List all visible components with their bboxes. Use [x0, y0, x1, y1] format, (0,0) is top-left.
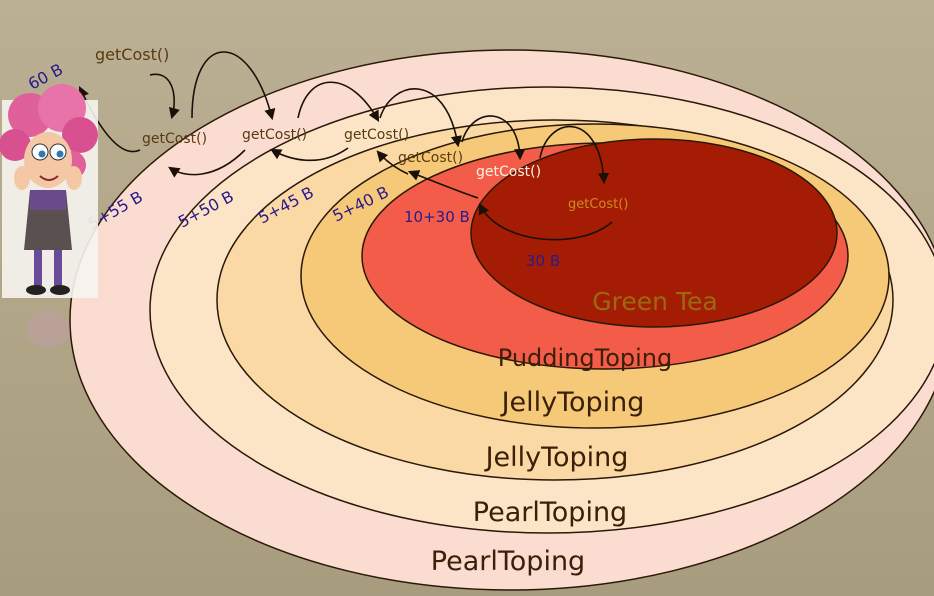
return-arrow	[478, 202, 613, 241]
layer-pearl-inner-label: PearlToping	[473, 497, 627, 528]
layer-green-tea-label: Green Tea	[592, 287, 717, 316]
call-arrow	[461, 115, 526, 161]
layer-green-tea: Green Tea	[470, 138, 838, 328]
cost-label-5: 10+30 B	[404, 208, 470, 226]
layer-pudding-label: PuddingToping	[498, 344, 672, 372]
call-arrow	[297, 81, 380, 122]
call-label-1: getCost()	[142, 131, 207, 147]
return-arrow	[270, 147, 349, 162]
layer-pearl-outer-label: PearlToping	[431, 546, 585, 577]
return-arrow	[78, 85, 141, 153]
layer-jelly-inner-label: JellyToping	[500, 387, 645, 418]
layer-green-tea-shape	[470, 138, 838, 328]
call-label-3: getCost()	[344, 127, 409, 143]
girl-character-icon	[0, 84, 98, 348]
call-arrows	[149, 51, 610, 185]
call-label-0: getCost()	[95, 45, 169, 64]
return-arrows	[78, 85, 613, 241]
return-arrow	[168, 149, 246, 178]
call-arrow	[149, 73, 180, 120]
return-arrow	[407, 170, 479, 199]
call-label-2: getCost()	[242, 127, 307, 143]
return-arrow	[376, 150, 409, 175]
call-arrow	[191, 51, 276, 121]
call-arrow	[539, 125, 610, 185]
cost-label-6: 30 B	[526, 252, 560, 270]
call-arrow	[379, 88, 462, 148]
call-label-4: getCost()	[398, 150, 463, 166]
layer-jelly-outer-label: JellyToping	[484, 442, 629, 473]
call-label-5: getCost()	[476, 164, 541, 180]
call-label-6: getCost()	[568, 197, 628, 212]
